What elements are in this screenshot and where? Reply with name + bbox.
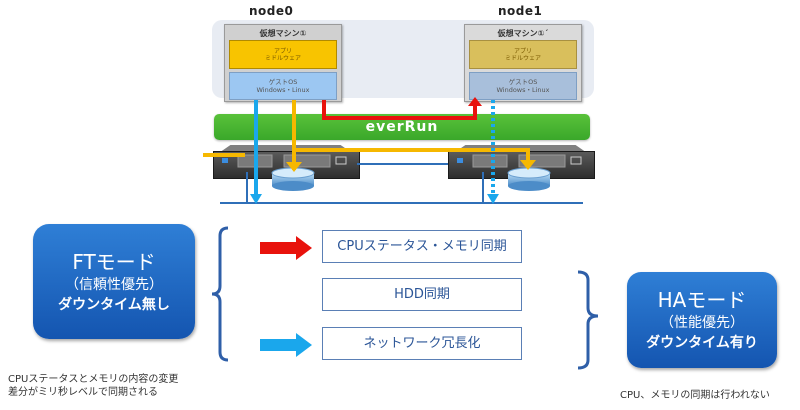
os-name-label: Windows・Linux bbox=[256, 86, 310, 94]
port-icon bbox=[335, 156, 347, 165]
ft-mode-downtime: ダウンタイム無し bbox=[58, 296, 170, 313]
power-led-icon bbox=[457, 158, 463, 163]
server-front-node1 bbox=[457, 154, 582, 168]
disk-node0 bbox=[271, 167, 315, 191]
ft-mode-note: CPUステータスとメモリの内容の変更 差分がミリ秒レベルで同期される bbox=[8, 373, 178, 399]
vm-os-layer: ゲストOS Windows・Linux bbox=[229, 72, 337, 100]
red-arrow-icon bbox=[260, 236, 312, 260]
os-name-label: Windows・Linux bbox=[496, 86, 550, 94]
ft-mode-box: FTモード （信頼性優先） ダウンタイム無し bbox=[33, 224, 195, 339]
vm-title: 仮想マシン①´ bbox=[497, 29, 549, 38]
drive-bay-icon bbox=[472, 154, 508, 168]
vm-title: 仮想マシン① bbox=[259, 29, 307, 38]
ha-mode-title: HAモード bbox=[657, 288, 747, 312]
ft-bracket-icon bbox=[211, 226, 229, 362]
vm-node1: 仮想マシン①´ アプリ ミドルウェア ゲストOS Windows・Linux bbox=[464, 24, 582, 102]
arrowhead-icon bbox=[520, 160, 536, 170]
guest-os-label: ゲストOS bbox=[268, 78, 298, 86]
power-led-icon bbox=[222, 158, 228, 163]
ft-note-line1: CPUステータスとメモリの内容の変更 bbox=[8, 374, 179, 385]
ha-mode-subtitle: （性能優先） bbox=[660, 315, 744, 331]
node0-label: node0 bbox=[249, 4, 294, 18]
vm-app-layer: アプリ ミドルウェア bbox=[229, 40, 337, 69]
feature-hdd-sync: HDD同期 bbox=[322, 278, 522, 311]
vm-app-layer: アプリ ミドルウェア bbox=[469, 40, 577, 69]
ha-mode-downtime: ダウンタイム有り bbox=[646, 335, 758, 351]
ft-note-line2: 差分がミリ秒レベルで同期される bbox=[8, 387, 158, 398]
arrowhead-icon bbox=[286, 162, 302, 172]
guest-os-label: ゲストOS bbox=[508, 78, 538, 86]
ha-bracket-icon bbox=[577, 270, 599, 370]
ha-mode-box: HAモード （性能優先） ダウンタイム有り bbox=[627, 272, 777, 368]
vm-node0: 仮想マシン① アプリ ミドルウェア ゲストOS Windows・Linux bbox=[224, 24, 342, 102]
node1-label: node1 bbox=[498, 4, 543, 18]
sync-diagram bbox=[203, 97, 583, 204]
blue-arrow-icon bbox=[260, 333, 312, 357]
feature-cpu-memory-sync: CPUステータス・メモリ同期 bbox=[322, 230, 522, 263]
arrowhead-icon bbox=[468, 97, 482, 106]
app-label: アプリ bbox=[273, 47, 292, 55]
arrowhead-icon bbox=[250, 194, 262, 204]
middleware-label: ミドルウェア bbox=[504, 54, 541, 62]
port-icon bbox=[570, 156, 582, 165]
ft-mode-title: FTモード bbox=[72, 249, 156, 274]
server-chassis-top bbox=[221, 145, 350, 151]
middleware-label: ミドルウェア bbox=[264, 54, 301, 62]
arrowhead-icon bbox=[487, 194, 499, 204]
feature-network-redundancy: ネットワーク冗長化 bbox=[322, 327, 522, 360]
cpu-sync-arrow bbox=[322, 100, 477, 120]
ha-mode-note: CPU、メモリの同期は行われない bbox=[620, 390, 770, 401]
ft-mode-subtitle: （信頼性優先） bbox=[65, 276, 163, 293]
disk-node1 bbox=[507, 167, 551, 191]
app-label: アプリ bbox=[513, 47, 532, 55]
network-lines bbox=[220, 163, 583, 204]
vm-os-layer: ゲストOS Windows・Linux bbox=[469, 72, 577, 100]
